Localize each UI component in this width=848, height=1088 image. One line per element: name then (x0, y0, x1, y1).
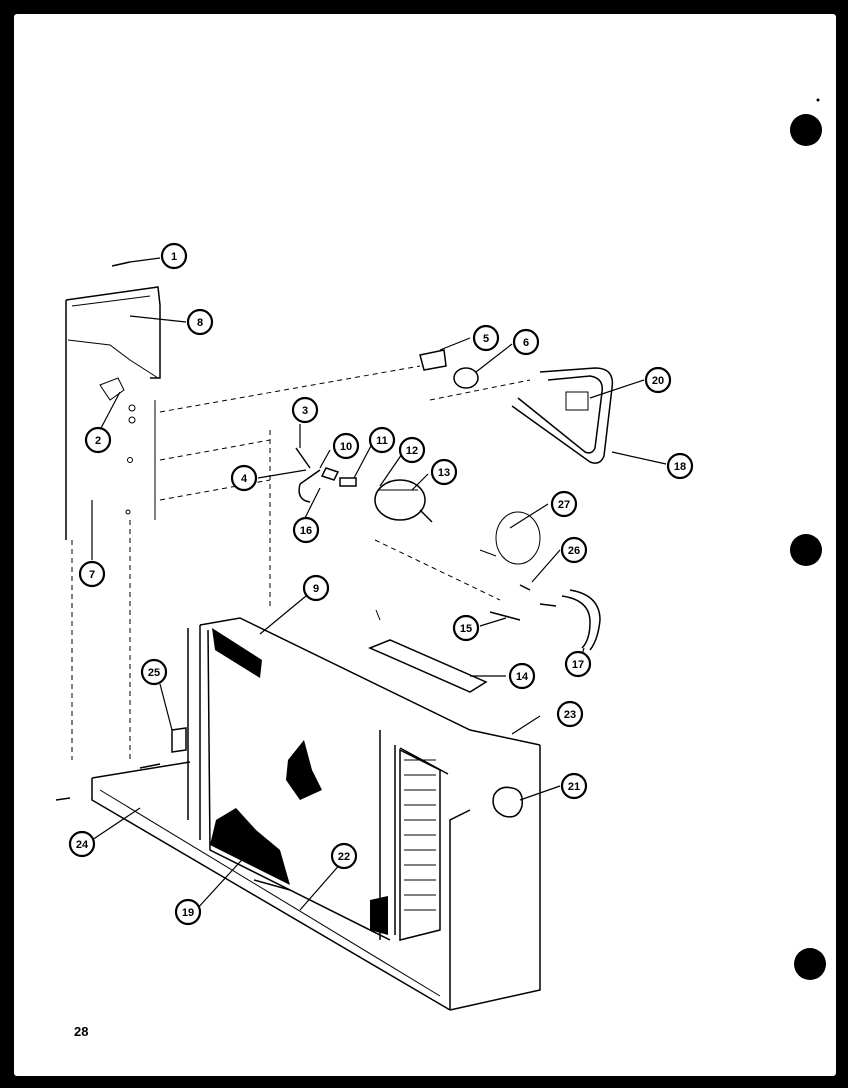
svg-text:8: 8 (197, 317, 203, 329)
callout-16: 16 (292, 516, 320, 544)
callout-1: 1 (160, 242, 188, 270)
page-number: 28 (74, 1024, 89, 1039)
svg-text:9: 9 (313, 583, 319, 595)
callout-14: 14 (508, 662, 536, 690)
svg-text:14: 14 (516, 671, 529, 683)
svg-text:15: 15 (460, 623, 472, 635)
callout-27: 27 (550, 490, 578, 518)
callout-23: 23 (556, 700, 584, 728)
svg-text:26: 26 (568, 545, 580, 557)
svg-text:12: 12 (406, 445, 418, 457)
callout-12: 12 (398, 436, 426, 464)
callout-11: 11 (368, 426, 396, 454)
callout-7: 7 (78, 560, 106, 588)
callout-2: 2 (84, 426, 112, 454)
callout-26: 26 (560, 536, 588, 564)
svg-text:20: 20 (652, 375, 664, 387)
callout-3: 3 (291, 396, 319, 424)
binder-hole-bottom (794, 948, 826, 980)
callout-20: 20 (644, 366, 672, 394)
callout-10: 10 (332, 432, 360, 460)
svg-text:27: 27 (558, 499, 570, 511)
callout-8: 8 (186, 308, 214, 336)
callout-24: 24 (68, 830, 96, 858)
svg-text:21: 21 (568, 781, 580, 793)
svg-text:3: 3 (302, 405, 308, 417)
callout-6: 6 (512, 328, 540, 356)
svg-text:13: 13 (438, 467, 450, 479)
condenser-coil (210, 628, 388, 935)
svg-text:23: 23 (564, 709, 576, 721)
callout-15: 15 (452, 614, 480, 642)
svg-text:17: 17 (572, 659, 584, 671)
callout-4: 4 (230, 464, 258, 492)
svg-text:16: 16 (300, 525, 312, 537)
evaporator-fins (399, 748, 441, 941)
svg-text:4: 4 (241, 473, 248, 485)
callout-18: 18 (666, 452, 694, 480)
callout-25: 25 (140, 658, 168, 686)
diagram-sheet (14, 14, 836, 1076)
callout-17: 17 (564, 650, 592, 678)
svg-text:22: 22 (338, 851, 350, 863)
binder-hole-top (790, 114, 822, 146)
svg-text:11: 11 (376, 435, 388, 447)
callout-9: 9 (302, 574, 330, 602)
svg-text:24: 24 (76, 839, 89, 851)
leader-lines (91, 257, 667, 911)
callout-13: 13 (430, 458, 458, 486)
svg-text:25: 25 (148, 667, 160, 679)
svg-text:10: 10 (340, 441, 352, 453)
svg-text:6: 6 (523, 337, 529, 349)
callout-19: 19 (174, 898, 202, 926)
svg-text:1: 1 (171, 251, 177, 263)
svg-text:2: 2 (95, 435, 101, 447)
svg-text:18: 18 (674, 461, 686, 473)
svg-text:5: 5 (483, 333, 489, 345)
callout-5: 5 (472, 324, 500, 352)
side-panel (65, 286, 161, 760)
binder-hole-middle (790, 534, 822, 566)
svg-text:19: 19 (182, 907, 194, 919)
callout-21: 21 (560, 772, 588, 800)
callout-22: 22 (330, 842, 358, 870)
svg-text:7: 7 (89, 569, 95, 581)
